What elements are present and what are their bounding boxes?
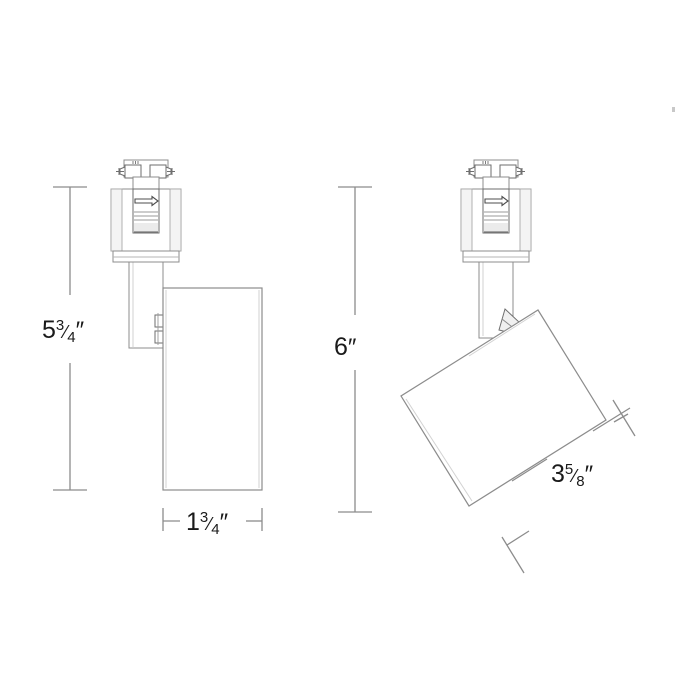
height-dimension-label-right: 6″: [334, 333, 357, 361]
track-adapter-angled: [460, 159, 532, 263]
cylinder-body-front: [162, 287, 263, 491]
cylinder-body-angled: [400, 309, 607, 507]
height-dimension-label-left: 53⁄4″: [42, 316, 85, 346]
width-dimension-label: 13⁄4″: [186, 508, 229, 538]
track-adapter-front: [110, 159, 182, 263]
figure-front-view: 53⁄4″ 1: [42, 159, 263, 538]
figure-angled-view: 6″: [334, 159, 636, 574]
length-dimension-3-5-8: 35⁄8″: [501, 399, 636, 574]
registration-speck: [672, 107, 675, 112]
length-dimension-label: 35⁄8″: [551, 460, 594, 490]
width-dimension-1-3-4: 13⁄4″: [162, 508, 263, 538]
height-dimension-5-3-4: 53⁄4″: [42, 186, 87, 491]
height-dimension-6: 6″: [334, 186, 372, 513]
